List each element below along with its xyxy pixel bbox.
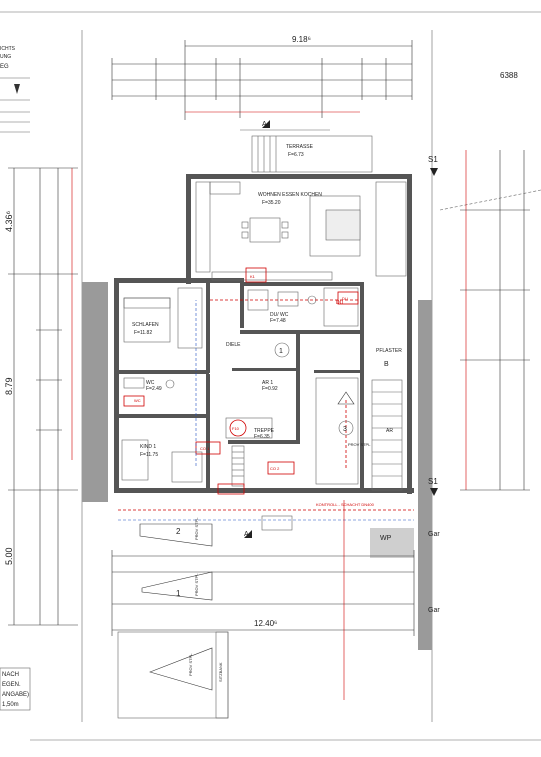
section-b-label: B <box>384 361 389 368</box>
control-shaft-label: KONTROLL - SCHACHT DN400 <box>316 502 375 507</box>
inner-parking-bay <box>315 377 359 485</box>
child-room-area: F=11.75 <box>140 452 158 458</box>
wc-fixtures <box>123 377 175 389</box>
wc-area: F=2.49 <box>146 386 162 392</box>
section-s1-top-arrow-icon <box>430 168 438 176</box>
building-walls <box>114 174 414 494</box>
wc-name: WC <box>146 380 155 386</box>
marker-2: 2 <box>176 527 181 536</box>
top-dimension-chains <box>111 40 413 120</box>
bedroom-bed <box>123 287 203 349</box>
kitchen-furniture <box>195 181 407 281</box>
legend-fragment-2: UNG <box>0 54 11 60</box>
plot-number: 6388 <box>500 71 518 80</box>
left-dimension-middle: 8.79 <box>4 377 14 395</box>
marker-1-outdoor: 1 <box>176 589 181 598</box>
exterior-parking-bays <box>117 523 229 719</box>
north-arrow-icon <box>0 77 30 133</box>
red-mark-f10: F10 <box>232 426 240 431</box>
child-room-furniture <box>121 439 203 483</box>
left-dimension-top: 4.36⁶ <box>4 210 14 232</box>
overall-width-dimension: 9.18⁶ <box>292 35 311 44</box>
hallway-name: DIELE <box>226 342 241 348</box>
red-annotations <box>118 267 414 521</box>
marker-3-circle <box>338 420 354 436</box>
terrace <box>251 135 373 173</box>
storage-room-label: AR <box>386 428 393 434</box>
section-s1-bottom: S1 <box>428 477 438 486</box>
stair-area: F=6.35 <box>254 434 270 440</box>
outdoor-parking-label-1: PROV STPL <box>194 517 199 540</box>
paving-label: PFLASTER <box>376 348 402 354</box>
outdoor-parking-label-3: PROV STPL <box>188 653 193 676</box>
shower-room-outline <box>323 287 359 327</box>
bathroom-name: DU/ WC <box>270 312 289 318</box>
marker-1-circle <box>274 342 290 358</box>
left-note-line-4: 1,50m <box>2 702 19 708</box>
bedroom-name: SCHLAFEN <box>132 322 159 328</box>
heat-pump-label: WP <box>380 535 392 542</box>
bedroom-area: F=11.82 <box>134 330 152 336</box>
section-s1-top: S1 <box>428 155 438 164</box>
outdoor-stairs <box>371 379 403 491</box>
left-note-line-3: ANGABE) <box>2 692 29 698</box>
outdoor-parking-label-2: PROV STPL <box>194 573 199 596</box>
left-dimension-bottom: 5.00 <box>4 547 14 565</box>
garage-label-2: Gar <box>428 607 440 614</box>
left-note-line-2: EGEN. <box>2 682 21 688</box>
red-mark-wc: WC <box>134 398 141 403</box>
terrace-area: F=6.73 <box>288 152 304 158</box>
terrace-name: TERRASSE <box>286 144 314 150</box>
section-a-top-arrow-icon <box>262 120 270 128</box>
heat-pump-box <box>370 528 414 558</box>
right-dimension-chains <box>460 150 530 491</box>
red-mark-k1: K1 <box>250 274 256 279</box>
storage-1-area: F=0.92 <box>262 386 278 392</box>
control-shaft-box <box>261 515 293 531</box>
legend-fragment-3: EG <box>0 64 9 70</box>
section-a-bottom-arrow-icon <box>244 530 252 538</box>
neighbour-wall-left <box>82 282 108 502</box>
staircase <box>225 417 273 487</box>
left-dimension-chains <box>8 167 78 626</box>
bathroom-area: F=7.48 <box>270 318 286 324</box>
red-mark-co2: CO 2 <box>270 466 280 471</box>
legend-fragment-1: ICHTS <box>0 46 16 52</box>
section-a-top-label: A <box>262 121 267 128</box>
lower-dimension-chains <box>111 500 415 700</box>
garage-wall-right <box>418 300 432 650</box>
inner-parking-label: PROV STPL <box>348 442 371 447</box>
child-room-name: KIND 1 <box>140 444 156 450</box>
marker-3: 3 <box>343 426 347 433</box>
section-a-bottom-label: A <box>244 531 249 538</box>
red-mark-co1: CO 1 <box>200 446 210 451</box>
stair-name: TREPPE <box>254 428 275 434</box>
red-mark-du: DU <box>342 296 348 301</box>
storage-1-name: AR 1 <box>262 380 273 386</box>
living-room-name: WOHNEN ESSEN KOCHEN <box>258 192 322 198</box>
left-note-line-1: NACH <box>2 672 19 678</box>
section-s1-bottom-arrow-icon <box>430 488 438 496</box>
shower-room-label: DU <box>336 300 344 306</box>
bench-label: SITZBANK <box>218 662 223 682</box>
neighbour-line <box>439 189 541 211</box>
garage-label-1: Gar <box>428 531 440 538</box>
left-note-box <box>0 667 31 711</box>
marker-1: 1 <box>279 348 283 355</box>
living-room-area: F=35.20 <box>262 200 281 206</box>
bottom-width-dimension: 12.40⁶ <box>254 619 277 628</box>
